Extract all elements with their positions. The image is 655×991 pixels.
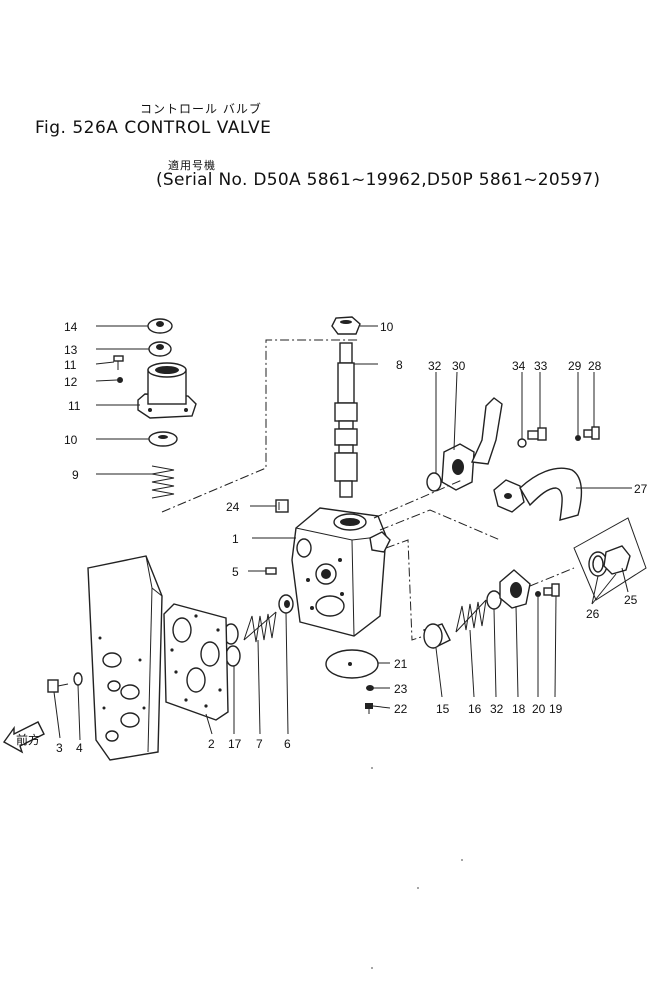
callout-10-left: 10 [64,433,78,447]
part-7-spring [243,611,277,643]
part-22-cover-plate [325,649,379,679]
callout-32-lower: 32 [490,702,504,716]
callout-8: 8 [396,358,403,372]
part-12-bolt [113,355,124,370]
callout-4: 4 [76,741,83,755]
part-18-orings [223,623,241,667]
callout-33: 33 [534,359,548,373]
callout-29: 28 [588,359,602,373]
part-24-washer [366,685,374,691]
front-arrow-label: 前方 [16,732,40,747]
callout-24: 23 [394,682,408,696]
mounting-plate [87,555,163,761]
part-25-plug [275,499,289,513]
callout-26: 25 [624,593,638,607]
part-16-piston [422,623,451,649]
part-15-nut [147,318,173,334]
callout-9: 9 [72,468,79,482]
callout-30: 29 [568,359,582,373]
part-2-gasket [163,603,229,721]
callout-21: 20 [532,702,546,716]
callout-20: 19 [549,702,563,716]
front-direction-arrow: 前方 [2,721,45,754]
part-3-bolt [47,679,69,693]
callout-1: 1 [232,532,239,546]
callout-11: 11 [68,399,81,413]
callout-31: 30 [452,359,466,373]
callout-3: 3 [56,741,63,755]
part-28-elbow-pipe [493,467,583,521]
callout-22: 21 [394,657,408,671]
callout-15: 14 [64,320,78,334]
part-19-cover [499,569,531,609]
part-4-washer [73,672,83,686]
part-14-nut [148,341,172,357]
part-32-oring-lower [486,590,502,610]
callout-18: 17 [228,737,242,751]
part-13-washer [117,377,123,383]
part-21-washer [535,591,541,597]
figure-title: Fig. 526A CONTROL VALVE [35,118,272,138]
part-9-spring [151,465,175,499]
part-1-valve-body [291,507,391,637]
part-11-housing [137,362,197,419]
scan-specks [371,767,463,969]
part-5-pin [265,567,277,575]
callout-7: 7 [256,737,263,751]
callout-34: 34 [512,359,526,373]
callout-13: 12 [64,375,78,389]
callout-19: 18 [512,702,526,716]
part-29-bolt [583,426,600,440]
part-8-spool [334,342,358,498]
callout-6: 6 [284,737,291,751]
serial-number-line: (Serial No. D50A 5861~19962,D50P 5861~20… [156,170,601,190]
callout-2: 2 [208,737,215,751]
japanese-serial-label: 適用号機 [168,159,216,172]
part-10-seat-left [148,431,178,447]
part-31-pipe [441,397,503,491]
callout-32-top: 32 [428,359,442,373]
callout-16: 15 [436,702,450,716]
japanese-title: コントロール バルブ [140,102,262,116]
part-30-washer [575,435,581,441]
callout-12: 11 [64,358,77,372]
part-34-washer [517,438,527,448]
part-17-spring [455,599,487,633]
part-33-bolt [527,427,547,441]
part-20-bolt [543,583,560,597]
part-23-screw [365,703,373,714]
callout-10-top: 10 [380,320,394,334]
callout-17: 16 [468,702,482,716]
part-26-27-detail [573,517,647,601]
callout-25: 24 [226,500,240,514]
callout-28: 27 [634,482,648,496]
part-6-plug [278,594,294,614]
callout-27: 26 [586,607,600,621]
callout-23: 22 [394,702,408,716]
part-32-oring-top [426,472,442,492]
part-10-seat-top [331,316,361,335]
callout-14: 13 [64,343,78,357]
leader-lines [53,325,632,741]
callout-5: 5 [232,565,239,579]
callout-labels: 14 13 11 12 11 10 9 10 8 32 30 34 33 29 … [56,320,648,755]
